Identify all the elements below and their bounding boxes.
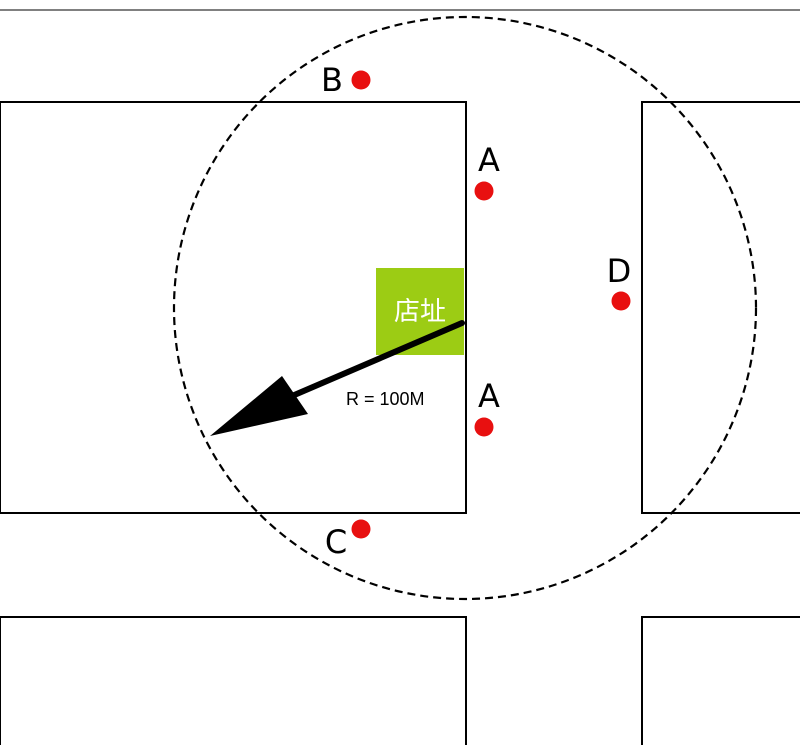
point-a-lower bbox=[474, 417, 494, 437]
point-a-upper bbox=[474, 181, 494, 201]
point-c bbox=[351, 519, 371, 539]
radius-arrow-head bbox=[210, 376, 308, 436]
block-top-right bbox=[641, 101, 800, 514]
point-b-label: B bbox=[321, 61, 343, 99]
radius-circle bbox=[172, 15, 758, 601]
radius-arrow-shaft bbox=[289, 320, 465, 399]
radius-label: R = 100M bbox=[346, 389, 425, 409]
store-label: 店址 bbox=[394, 297, 446, 327]
point-c-label: C bbox=[325, 523, 347, 561]
point-a-upper-label: A bbox=[478, 141, 500, 179]
point-d-label: D bbox=[607, 252, 632, 290]
block-bottom-right bbox=[641, 616, 800, 745]
point-d bbox=[611, 291, 631, 311]
point-a-lower-label: A bbox=[478, 377, 500, 415]
block-bottom-left bbox=[0, 616, 467, 745]
point-b bbox=[351, 70, 371, 90]
